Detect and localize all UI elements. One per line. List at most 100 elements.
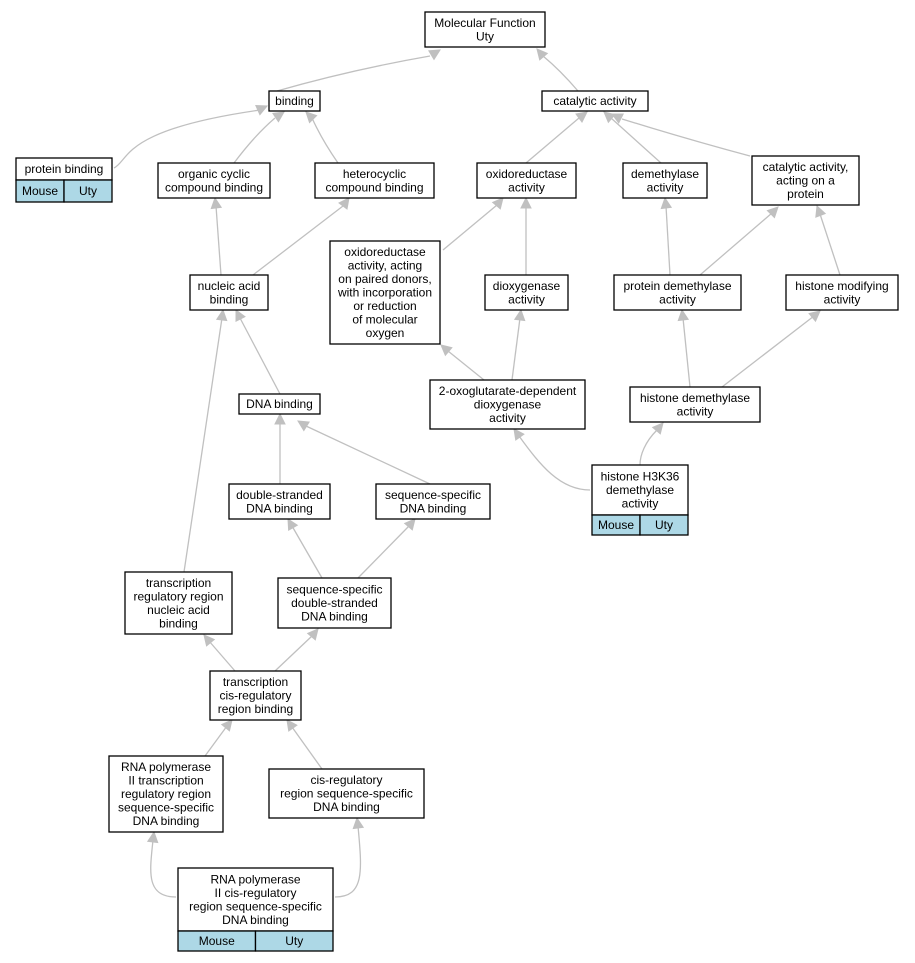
edge-arrowhead [274, 412, 286, 425]
edge-line [511, 317, 521, 381]
node-label-line: protein demethylase [623, 279, 731, 293]
node-box [476, 162, 577, 199]
annotation-cell [639, 514, 689, 536]
node-label-line: oxidoreductase [344, 245, 426, 259]
node-label-line: DNA binding [313, 800, 380, 814]
node-label-line: double-stranded [291, 596, 378, 610]
node-label-line: acting on a [776, 174, 835, 188]
edge-line [291, 726, 323, 770]
node-label-line: activity, acting [348, 259, 422, 273]
node-label-line: dioxygenase [493, 279, 561, 293]
edge-arrowhead [255, 104, 269, 116]
node-label-line: compound binding [165, 180, 263, 194]
edge-line [357, 525, 410, 579]
node-label-line: activity [508, 180, 545, 194]
edge-line [113, 109, 261, 169]
edge-line [442, 204, 498, 251]
edge-arrowhead [338, 197, 350, 210]
node-label-line: oxygen [366, 326, 405, 340]
annotation-cell [254, 930, 334, 952]
edge-arrowhead [815, 204, 827, 218]
node-box [375, 483, 491, 520]
edge-line [305, 425, 431, 485]
edge-line [252, 205, 344, 276]
edge-line [239, 317, 281, 395]
edge-arrowhead [491, 197, 504, 210]
node-label-line: compound binding [325, 180, 423, 194]
edge-line [621, 118, 751, 157]
node-box [124, 571, 233, 635]
node-box [277, 577, 392, 629]
edge-arrowhead [575, 111, 588, 123]
node-label-line: region sequence-specific [189, 899, 322, 913]
node-label-line: Uty [476, 29, 494, 43]
edge-arrowhead [306, 628, 319, 641]
node-label-line: of molecular [352, 313, 417, 327]
edge-arrowhead [513, 308, 526, 322]
edge-arrowhead [203, 634, 216, 647]
node-label-line: double-stranded [236, 488, 323, 502]
node-label-line: binding [159, 616, 198, 630]
node-label-line: protein [787, 187, 824, 201]
node-box [785, 274, 899, 311]
go-term-node-binding[interactable]: binding [268, 90, 321, 112]
node-label-line: activity [622, 497, 659, 511]
node-label-line: activity [677, 404, 714, 418]
edge-line [639, 429, 658, 466]
node-box [268, 768, 425, 819]
node-box [238, 393, 321, 415]
node-label-line: activity [824, 292, 861, 306]
edge-arrowhead [808, 310, 821, 323]
node-label-line: activity [489, 411, 526, 425]
edge-arrowhead [651, 422, 664, 435]
node-box [228, 483, 331, 520]
node-box [189, 274, 269, 311]
go-term-node-catalytic-activity[interactable]: catalytic activity [541, 90, 649, 112]
go-term-node-dna-binding[interactable]: DNA binding [238, 393, 321, 415]
annotation-label: Mouse [199, 934, 235, 948]
node-label-line: or reduction [353, 299, 416, 313]
edge-line [276, 55, 431, 92]
edge-arrowhead [536, 48, 549, 61]
node-box [541, 90, 649, 112]
edge-line [542, 55, 579, 92]
node-label-line: 2-oxoglutarate-dependent [439, 384, 577, 398]
edge-line [291, 525, 323, 579]
edge-arrowhead [272, 111, 285, 123]
node-label-line: DNA binding [246, 501, 313, 515]
go-term-node-oxoglutarate[interactable]: 2-oxoglutarate-dependentdioxygenaseactiv… [429, 379, 586, 430]
edge-line [150, 839, 177, 898]
node-box [484, 274, 569, 311]
edge-arrowhead [287, 518, 299, 531]
node-label-line: protein binding [25, 162, 104, 176]
node-label-line: heterocyclic [343, 167, 406, 181]
annotation-label: Uty [79, 184, 97, 198]
node-label-line: catalytic activity, [763, 160, 849, 174]
node-label-line: region sequence-specific [280, 787, 413, 801]
node-label-line: transcription [223, 675, 288, 689]
